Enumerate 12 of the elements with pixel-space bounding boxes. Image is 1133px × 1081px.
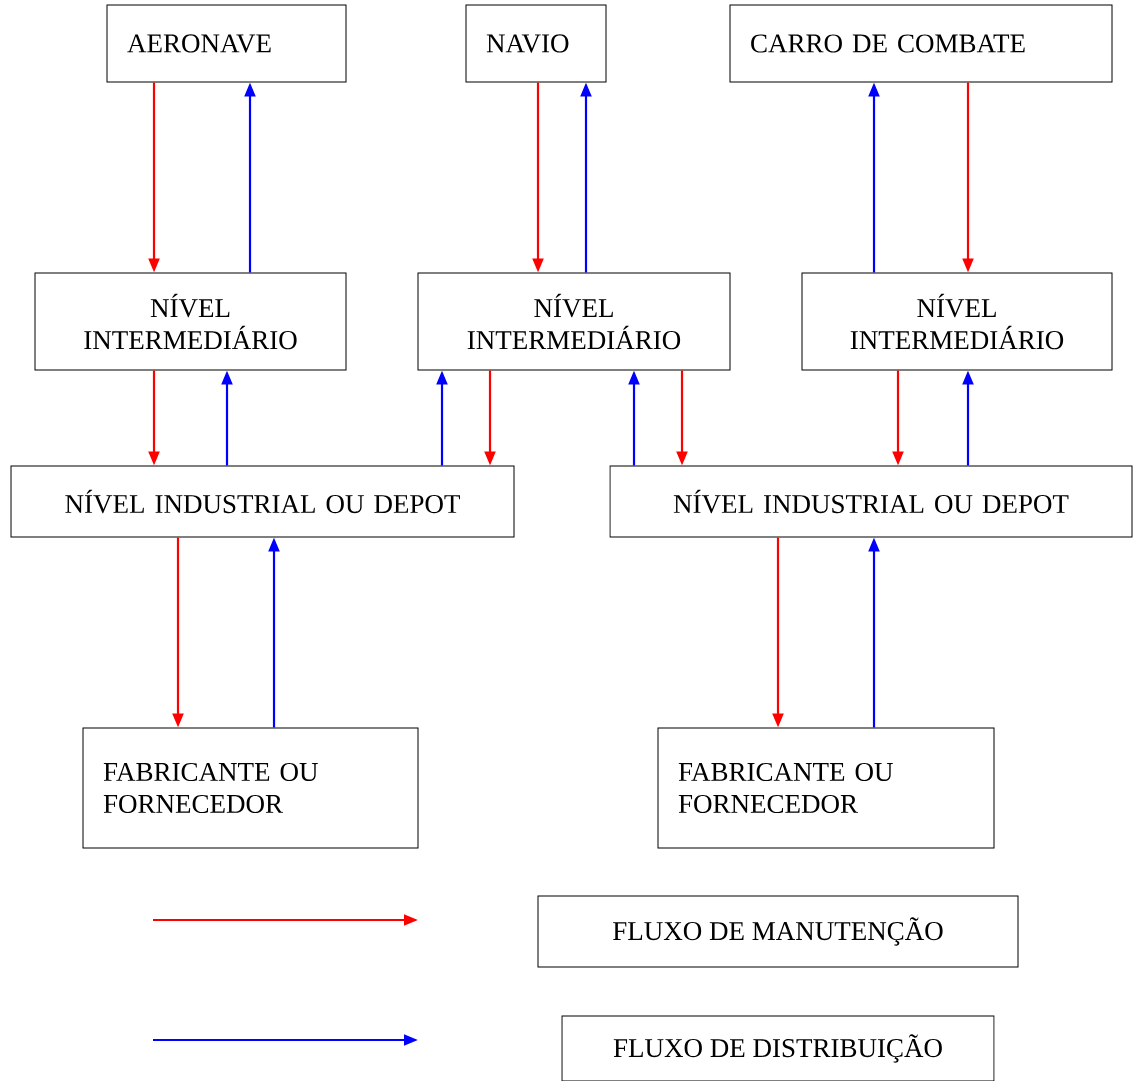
level-box: NÍVEL INDUSTRIAL OU DEPOT bbox=[609, 465, 1133, 538]
vehicle-box: CARRO DE COMBATE bbox=[729, 4, 1113, 83]
vehicle-box: NAVIO bbox=[465, 4, 607, 83]
legend-box: FLUXO DE MANUTENÇÃO bbox=[537, 895, 1019, 968]
legend-box: FLUXO DE DISTRIBUIÇÃO bbox=[561, 1015, 995, 1081]
level-box: NÍVEL INTERMEDIÁRIO bbox=[34, 272, 347, 371]
level-box: NÍVEL INTERMEDIÁRIO bbox=[417, 272, 731, 371]
vehicle-box: AERONAVE bbox=[106, 4, 347, 83]
level-box: FABRICANTE OU FORNECEDOR bbox=[657, 727, 995, 849]
level-box: NÍVEL INTERMEDIÁRIO bbox=[801, 272, 1113, 371]
level-box: FABRICANTE OU FORNECEDOR bbox=[82, 727, 419, 849]
level-box: NÍVEL INDUSTRIAL OU DEPOT bbox=[10, 465, 515, 538]
